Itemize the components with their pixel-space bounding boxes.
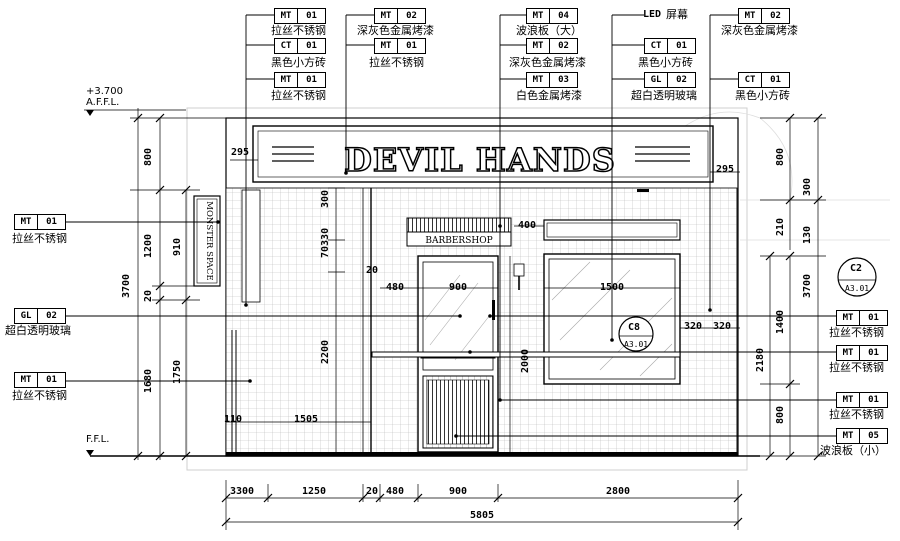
drawing-frame: [186, 107, 748, 471]
material-label: 拉丝不锈钢: [829, 408, 884, 421]
barbershop-stripes: [406, 217, 512, 233]
dim-text: 3700: [121, 273, 132, 298]
dim-text: 2800: [606, 486, 631, 497]
dim-text: 1200: [143, 233, 154, 258]
material-label: 拉丝不锈钢: [12, 389, 67, 402]
barbershop-text: BARBERSHOP: [425, 236, 492, 246]
callout-c8-code: C8: [628, 322, 641, 333]
dim-text: 320: [684, 321, 703, 332]
door-wave-panel: [426, 379, 490, 445]
callout-c2: [837, 257, 877, 297]
dim-text-total: 5805: [470, 510, 495, 521]
callout-c2-sheet: A3.01: [845, 284, 870, 293]
dim-text: 295: [716, 164, 735, 175]
material-tag-mt01: MT 01: [274, 8, 326, 24]
material-label: 波浪板（大）: [516, 24, 582, 37]
material-label: 拉丝不锈钢: [271, 89, 326, 102]
dim-text: 1500: [600, 282, 625, 293]
tag-code: MT: [275, 9, 298, 23]
material-label: 深灰色金属烤漆: [721, 24, 798, 37]
dim-text: 20: [143, 289, 154, 302]
dim-text: 800: [143, 147, 154, 166]
dim-text: 1400: [775, 309, 786, 334]
side-sign: [193, 195, 221, 287]
dim-text: 1680: [143, 368, 154, 393]
material-label: 超白透明玻璃: [5, 324, 71, 337]
dim-text: 3300: [230, 486, 255, 497]
led-tag-code: LED: [643, 9, 662, 20]
dim-text: 320: [713, 321, 732, 332]
material-label: 白色金属烤漆: [516, 89, 582, 102]
material-label: 拉丝不锈钢: [369, 56, 424, 69]
dim-text: 400: [518, 220, 537, 231]
left-pillar: [241, 189, 261, 303]
dim-text: 900: [449, 486, 468, 497]
dim-text: 900: [449, 282, 468, 293]
dim-text: 70330: [320, 227, 331, 258]
callout-c2-code: C2: [850, 263, 863, 274]
sign-text: DEVIL HANDS: [344, 141, 616, 179]
dim-text: 910: [172, 237, 183, 256]
dim-text: 110: [224, 414, 243, 425]
material-label: 深灰色金属烤漆: [509, 56, 586, 69]
dim-text: 800: [775, 147, 786, 166]
dim-text: 20: [366, 486, 379, 497]
material-label: 拉丝不锈钢: [829, 361, 884, 374]
material-label: 超白透明玻璃: [631, 89, 697, 102]
dim-text: 300: [320, 189, 331, 208]
dim-text: 300: [802, 177, 813, 196]
led-tag-label: 屏幕: [666, 8, 688, 21]
dim-text: 2200: [320, 339, 331, 364]
dim-text: 2000: [520, 348, 531, 373]
callout-c8-sheet: A3.01: [624, 340, 649, 349]
material-label: 拉丝不锈钢: [829, 326, 884, 339]
dim-text: 1505: [294, 414, 319, 425]
callout-c8: [618, 316, 654, 352]
level-label-floor: F.F.L.: [86, 434, 110, 445]
material-label: 拉丝不锈钢: [12, 232, 67, 245]
material-label: 深灰色金属烤漆: [357, 24, 434, 37]
dim-text: 1750: [172, 359, 183, 384]
dim-text: 210: [775, 217, 786, 236]
dim-text: 800: [775, 405, 786, 424]
material-label: 波浪板（小）: [820, 444, 886, 457]
dim-text: 295: [231, 147, 250, 158]
level-label-top: A.F.F.L.: [86, 97, 120, 108]
dim-text: 480: [386, 486, 405, 497]
dim-text: 480: [386, 282, 405, 293]
side-sign-text: MONSTER SPACE: [204, 201, 214, 281]
level-value-top: +3.700: [86, 86, 124, 97]
dim-text: 2180: [755, 347, 766, 372]
barbershop-sign: [406, 231, 512, 247]
dim-text: 130: [802, 225, 813, 244]
material-label: 拉丝不锈钢: [271, 24, 326, 37]
dim-text: 20: [366, 265, 379, 276]
dim-text: 1250: [302, 486, 327, 497]
material-label: 黑色小方砖: [735, 89, 790, 102]
dim-text: 3700: [802, 273, 813, 298]
tag-num: 01: [306, 11, 317, 21]
material-label: 黑色小方砖: [271, 56, 326, 69]
material-label: 黑色小方砖: [638, 56, 693, 69]
